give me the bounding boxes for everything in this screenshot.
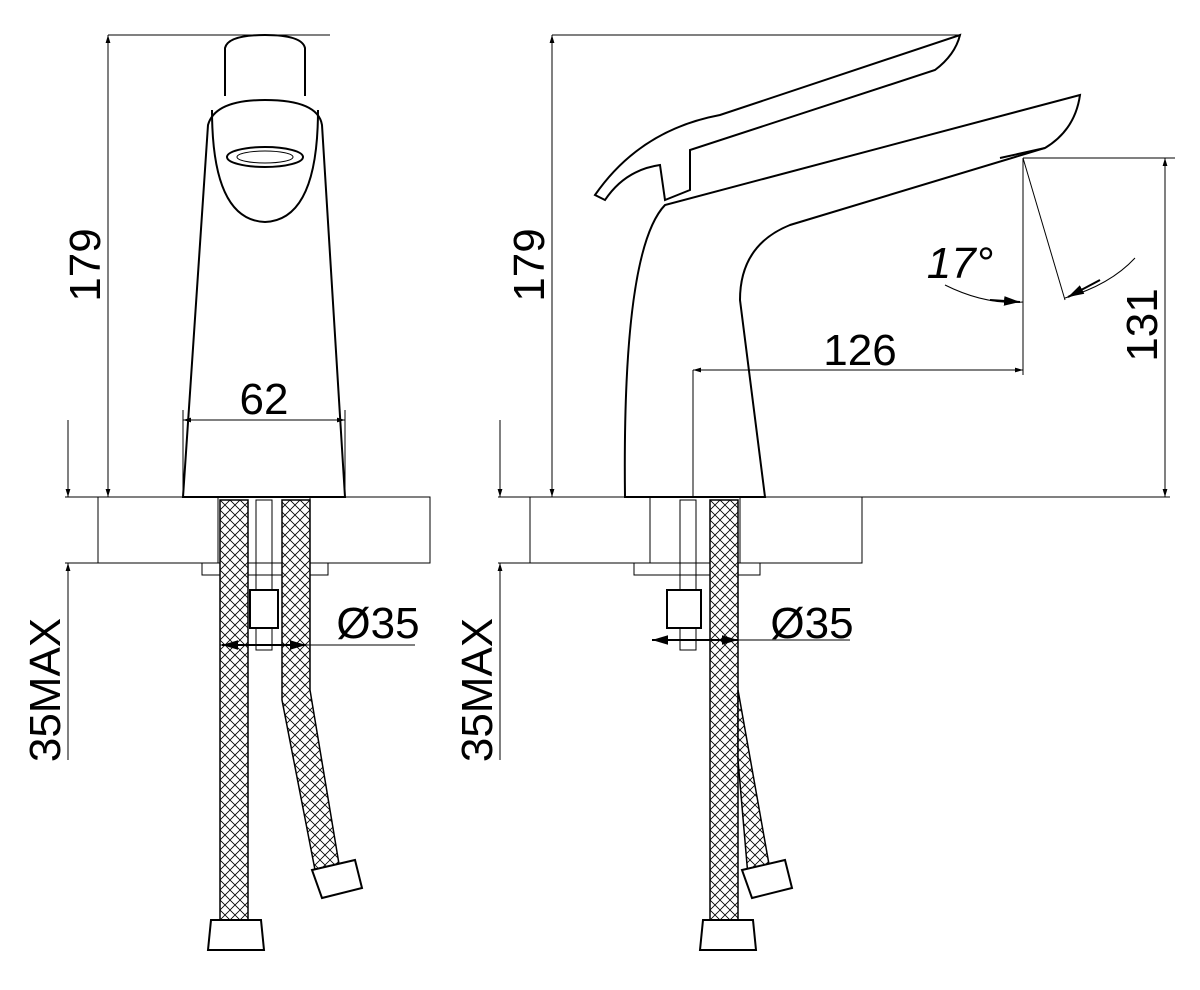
side-view: 179 131 126 17° 35MAX Ø35 (453, 33, 1175, 951)
supply-hoses (666, 499, 794, 951)
mounting-stud (679, 499, 697, 651)
width-label: 62 (240, 375, 289, 424)
mounting-nut (249, 589, 279, 629)
spout-height-label: 131 (1118, 288, 1167, 361)
hose-nut (310, 858, 364, 900)
height-label: 179 (61, 228, 110, 301)
faucet-body-front (181, 33, 347, 498)
handle-cap (224, 33, 306, 96)
mount-max-label: 35MAX (21, 618, 70, 762)
hole-diameter-label: Ø35 (336, 599, 419, 648)
lever-handle (593, 33, 962, 202)
mounting-nut (666, 589, 702, 629)
countertop-section (498, 496, 1170, 576)
mounting-stud (255, 499, 273, 651)
hole-diameter-label: Ø35 (770, 599, 853, 648)
angle-label: 17° (927, 239, 994, 288)
hose-nut (206, 919, 266, 951)
faucet-body-side (593, 33, 1082, 498)
hose-nut (740, 858, 794, 900)
supply-hoses (206, 499, 364, 951)
hose-nut (698, 919, 758, 951)
front-view: 179 62 35MAX Ø35 (21, 33, 431, 951)
aerator (226, 146, 304, 168)
reach-label: 126 (823, 326, 896, 375)
mount-max-label: 35MAX (453, 618, 502, 762)
height-label: 179 (505, 228, 554, 301)
